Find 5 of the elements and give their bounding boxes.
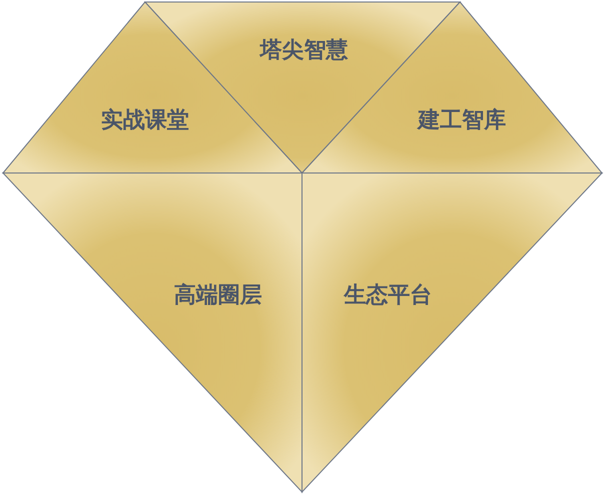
facet-label: 塔尖智慧 — [260, 37, 348, 65]
facet-label: 建工智库 — [418, 106, 506, 135]
facet-label: 生态平台 — [344, 282, 432, 310]
facet-label: 实战课堂 — [101, 107, 189, 135]
facet-label: 高端圈层 — [174, 282, 262, 310]
